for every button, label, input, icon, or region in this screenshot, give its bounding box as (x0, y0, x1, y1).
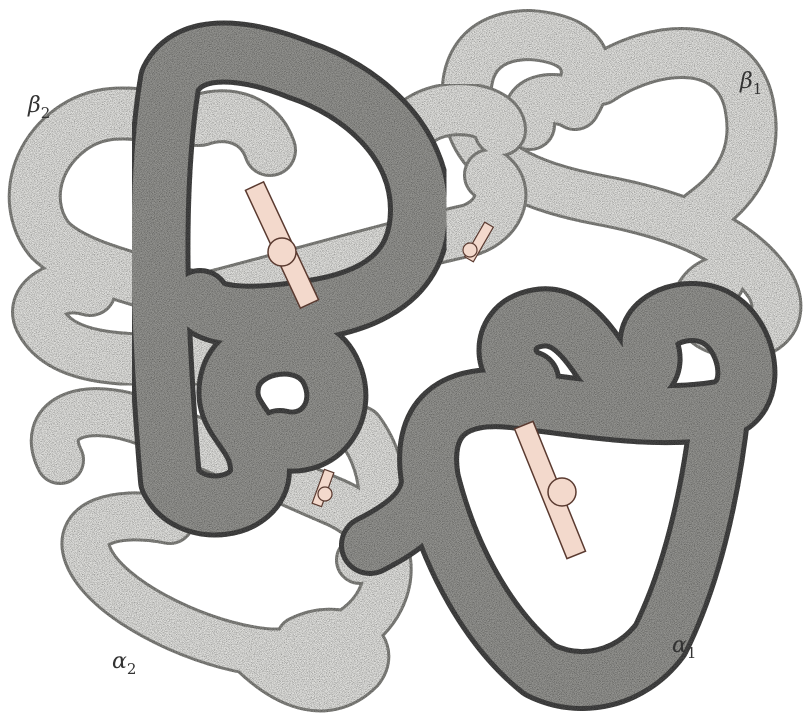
label-beta2: β2 (27, 93, 50, 122)
heme-iron-beta1 (463, 243, 477, 257)
heme-group-alpha1 (515, 421, 586, 558)
heme-iron-beta2 (268, 238, 296, 266)
heme-iron-alpha1 (548, 478, 576, 506)
heme-iron-alpha2 (318, 487, 332, 501)
label-alpha2: α2 (112, 649, 136, 678)
